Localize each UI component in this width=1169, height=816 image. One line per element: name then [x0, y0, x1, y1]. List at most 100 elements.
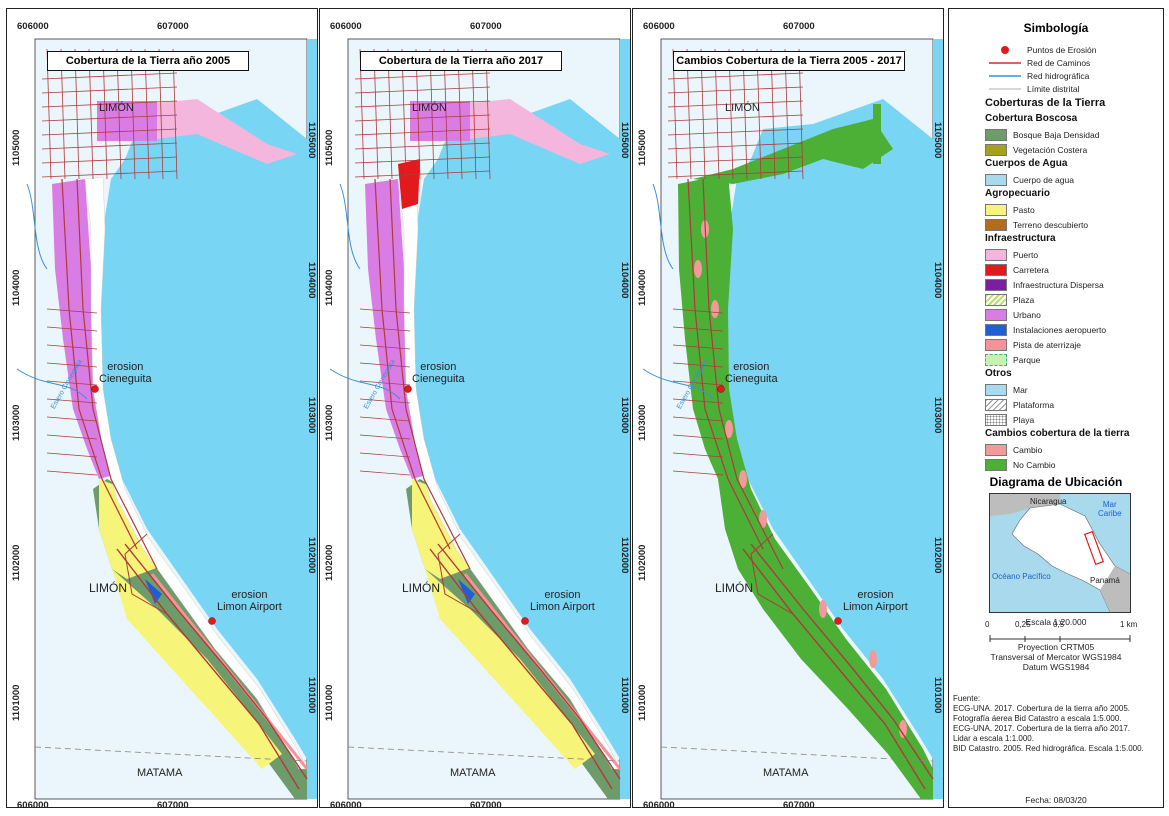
legend-item-label: Carretera	[1013, 265, 1049, 275]
legend-swatch	[985, 339, 1007, 351]
y-tick-left: 1105000	[637, 129, 648, 166]
legend-item-label: Parque	[1013, 355, 1041, 365]
legend-item: Cuerpo de agua	[985, 173, 1074, 187]
legend-swatch	[985, 399, 1007, 411]
y-tick-left: 1101000	[11, 684, 22, 721]
label-matama: MATAMA	[137, 767, 183, 779]
map-title: Cambios Cobertura de la Tierra 2005 - 20…	[673, 51, 905, 71]
x-tick-bottom: 606000	[17, 800, 49, 811]
y-tick-left: 1105000	[11, 129, 22, 166]
source-title: Fuente:	[953, 694, 981, 703]
legend-swatch	[985, 279, 1007, 291]
legend-group-title: Infraestructura	[985, 233, 1056, 244]
label-matama: MATAMA	[763, 767, 809, 779]
label-limon-north: LIMÓN	[99, 102, 134, 114]
y-tick-right: 1101000	[932, 677, 943, 714]
legend-symbol-label: Red de Caminos	[1027, 58, 1091, 68]
legend-symbol: Red hidrográfica	[989, 69, 1089, 83]
y-tick-right: 1103000	[932, 397, 943, 434]
legend-item-label: Bosque Baja Densidad	[1013, 130, 1100, 140]
source-line: ECG-UNA. 2017. Cobertura de la tierra añ…	[953, 704, 1130, 713]
y-tick-left: 1104000	[637, 269, 648, 306]
legend-group-title: Cambios cobertura de la tierra	[985, 428, 1130, 439]
legend-symbol-swatch	[989, 83, 1021, 95]
legend-item-label: Urbano	[1013, 310, 1041, 320]
date-text: Fecha: 08/03/20	[1025, 795, 1087, 805]
legend-item-label: Cambio	[1013, 445, 1043, 455]
x-tick-bottom: 606000	[330, 800, 362, 811]
legend-swatch	[985, 219, 1007, 231]
legend-swatch	[985, 294, 1007, 306]
legend-coverage-title: Coberturas de la Tierra	[985, 97, 1106, 109]
legend-symbol: Red de Caminos	[989, 56, 1090, 70]
legend-item: Mar	[985, 383, 1028, 397]
label-nicaragua: Nicaragua	[1030, 497, 1067, 506]
y-tick-left: 1102000	[11, 544, 22, 581]
legend-item: Bosque Baja Densidad	[985, 128, 1099, 142]
legend-item: Infraestructura Dispersa	[985, 278, 1104, 292]
label-limon-north: LIMÓN	[725, 102, 760, 114]
label-limon-north: LIMÓN	[412, 102, 447, 114]
legend-swatch	[985, 384, 1007, 396]
legend-item-label: No Cambio	[1013, 460, 1056, 470]
legend-swatch	[985, 204, 1007, 216]
legend-item-label: Vegetación Costera	[1013, 145, 1088, 155]
y-tick-left: 1103000	[324, 404, 335, 441]
legend-swatch	[985, 129, 1007, 141]
map-canvas	[642, 38, 943, 800]
x-tick-bottom: 607000	[157, 800, 189, 811]
y-tick-right: 1101000	[306, 677, 317, 714]
projection-text: Transversal of Mercator WGS1984	[990, 652, 1122, 662]
y-tick-left: 1103000	[637, 404, 648, 441]
legend-symbol: Límite distrital	[989, 82, 1079, 96]
map-panel-3: Cambios Cobertura de la Tierra 2005 - 20…	[632, 8, 944, 811]
legend-swatch	[985, 414, 1007, 426]
legend-swatch	[985, 174, 1007, 186]
scale-tick: 0,5	[1053, 620, 1065, 629]
legend-item: Vegetación Costera	[985, 143, 1087, 157]
legend-item-label: Cuerpo de agua	[1013, 175, 1074, 185]
map-canvas	[16, 38, 317, 800]
scale-tick: 0	[985, 620, 990, 629]
y-tick-right: 1104000	[306, 262, 317, 299]
legend-item-label: Instalaciones aeropuerto	[1013, 325, 1107, 335]
x-tick-top: 607000	[470, 21, 502, 32]
y-tick-left: 1104000	[11, 269, 22, 306]
legend-swatch	[985, 354, 1007, 366]
y-tick-right: 1104000	[619, 262, 630, 299]
legend-item: Puerto	[985, 248, 1038, 262]
x-tick-top: 606000	[643, 21, 675, 32]
projection-text: Datum WGS1984	[1022, 662, 1090, 672]
label-limon-south: LIMÓN	[715, 581, 754, 595]
y-tick-left: 1105000	[324, 129, 335, 166]
legend-item: Cambio	[985, 443, 1042, 457]
source-line: BID Catastro. 2005. Red hidrográfica. Es…	[953, 744, 1144, 753]
legend-item: Terreno descubierto	[985, 218, 1088, 232]
location-title: Diagrama de Ubicación	[989, 475, 1123, 489]
legend-item-label: Pista de aterrizaje	[1013, 340, 1082, 350]
legend-item-label: Playa	[1013, 415, 1035, 425]
legend-swatch	[985, 444, 1007, 456]
legend-item: Plaza	[985, 293, 1034, 307]
y-tick-left: 1101000	[637, 684, 648, 721]
x-tick-bottom: 607000	[470, 800, 502, 811]
legend-group-title: Otros	[985, 368, 1012, 379]
legend-group-title: Cobertura Boscosa	[985, 113, 1078, 124]
legend-swatch	[985, 264, 1007, 276]
legend-item: Parque	[985, 353, 1040, 367]
x-tick-bottom: 606000	[643, 800, 675, 811]
x-tick-bottom: 607000	[783, 800, 815, 811]
scale-tick: 1 km	[1120, 620, 1138, 629]
legend-item-label: Infraestructura Dispersa	[1013, 280, 1104, 290]
legend-item-label: Mar	[1013, 385, 1028, 395]
label-panama: Panamá	[1090, 576, 1120, 585]
